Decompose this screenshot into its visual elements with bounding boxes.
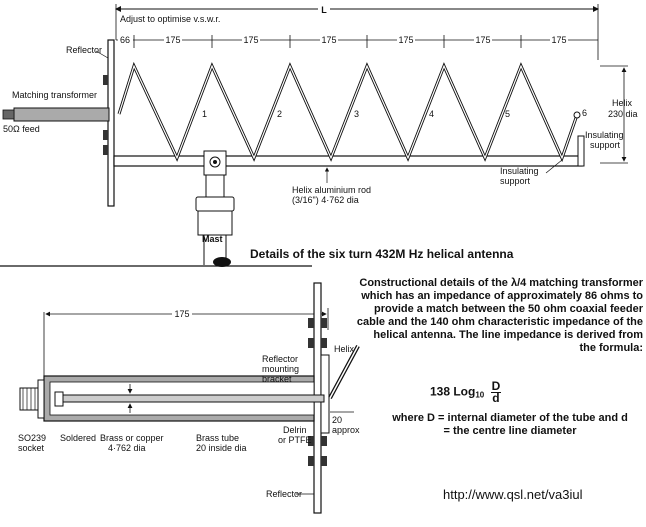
rod-label-2: (3/16") 4·762 dia [292, 195, 359, 205]
helix-label: Helix [334, 344, 355, 354]
spacing-3: 175 [321, 35, 336, 45]
inner-conductor [61, 394, 325, 403]
soldered-label: Soldered [60, 433, 96, 443]
formula-where: where D = internal diameter of the tube … [392, 412, 628, 437]
top-diagram: L Adjust to optimise v.s.w.r. 66 175 175… [2, 3, 638, 267]
transformer-length: 175 [174, 309, 189, 319]
end-support [577, 135, 585, 167]
matching-transformer-tube [13, 107, 110, 122]
rod-label-1: Helix aluminium rod [292, 185, 371, 195]
spacing-6: 175 [551, 35, 566, 45]
spacing-5: 175 [475, 35, 490, 45]
spacing-2: 175 [243, 35, 258, 45]
formula-denominator: d [492, 391, 500, 405]
figure-caption: Details of the six turn 432M Hz helical … [250, 247, 514, 261]
reflector-plate [103, 39, 115, 207]
reflector-label-bottom: Reflector [266, 489, 302, 499]
reflector-label: Reflector [66, 45, 102, 55]
length-label: L [321, 5, 327, 15]
boom [113, 155, 583, 167]
matching-transformer-label: Matching transformer [12, 90, 97, 100]
turn-number-2: 2 [277, 109, 282, 119]
spacing-dimensions: 66 175 175 175 175 175 175 [116, 34, 598, 48]
turn-number-3: 3 [354, 109, 359, 119]
description: Constructional details of the λ/4 matchi… [356, 277, 643, 354]
turn-number-5: 5 [505, 109, 510, 119]
spacing-first: 66 [120, 35, 130, 45]
feed-label: 50Ω feed [3, 124, 40, 134]
formula-subscript: 10 [475, 390, 485, 400]
mast-label: Mast [202, 234, 223, 244]
turn-number-6: 6 [582, 108, 587, 118]
source-url[interactable]: http://www.qsl.net/va3iul [443, 487, 583, 502]
spacing-1: 175 [165, 35, 180, 45]
spacing-4: 175 [398, 35, 413, 45]
formula-numerator: D [490, 379, 502, 393]
turn-number-4: 4 [429, 109, 434, 119]
formula-prefix: 138 Log [430, 384, 476, 399]
adjust-note: Adjust to optimise v.s.w.r. [120, 14, 220, 24]
turn-number-1: 1 [202, 109, 207, 119]
mast-end [213, 257, 231, 267]
